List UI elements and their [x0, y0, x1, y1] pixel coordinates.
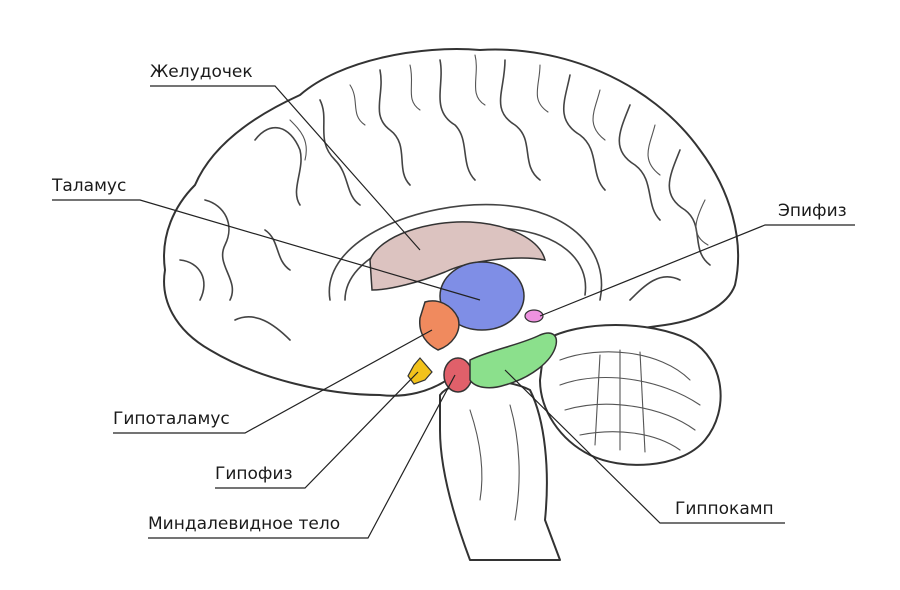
cerebellum — [539, 324, 722, 466]
pituitary-region — [407, 357, 433, 385]
leader-hypothalamus — [113, 329, 433, 434]
label-hippocampus: Гиппокамп — [675, 499, 774, 519]
leader-amygdala — [148, 374, 456, 539]
leader-pineal — [539, 224, 855, 317]
leader-thalamus — [52, 199, 481, 301]
label-hypothalamus: Гипоталамус — [113, 409, 230, 429]
brainstem — [439, 380, 561, 561]
ventricle-region — [369, 221, 547, 291]
leader-hippocampus — [504, 369, 785, 524]
hippocampus-region — [469, 332, 558, 389]
label-pituitary: Гипофиз — [215, 464, 293, 484]
label-pineal: Эпифиз — [778, 201, 847, 221]
label-ventricle: Желудочек — [150, 62, 253, 82]
corpus-callosum — [328, 203, 603, 301]
label-thalamus: Таламус — [52, 176, 127, 196]
leader-pituitary — [215, 371, 419, 489]
pineal-region — [524, 309, 544, 323]
label-amygdala: Миндалевидное тело — [148, 514, 341, 534]
leader-ventricle — [150, 85, 421, 251]
thalamus-region — [439, 261, 525, 331]
